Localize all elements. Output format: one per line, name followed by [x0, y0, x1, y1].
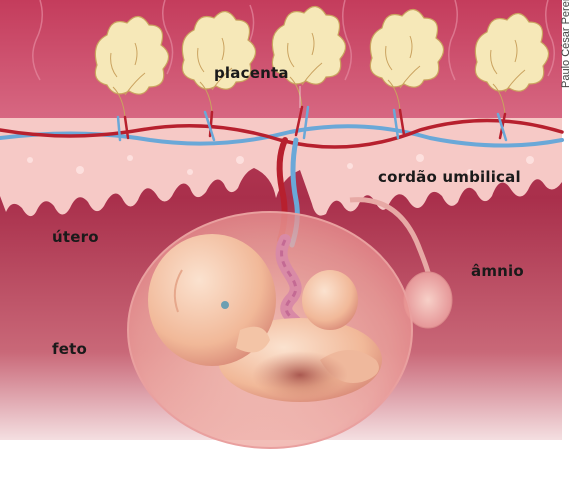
label-amnio: âmnio	[471, 262, 524, 280]
fetus-belly-shadow	[252, 351, 348, 399]
label-feto: feto	[52, 340, 87, 358]
label-cordao-umbilical: cordão umbilical	[378, 168, 521, 186]
label-utero: útero	[52, 228, 99, 246]
label-placenta: placenta	[214, 64, 289, 82]
photo-credit: Paulo César Pereira	[560, 0, 572, 88]
fetus-eye	[221, 301, 229, 309]
